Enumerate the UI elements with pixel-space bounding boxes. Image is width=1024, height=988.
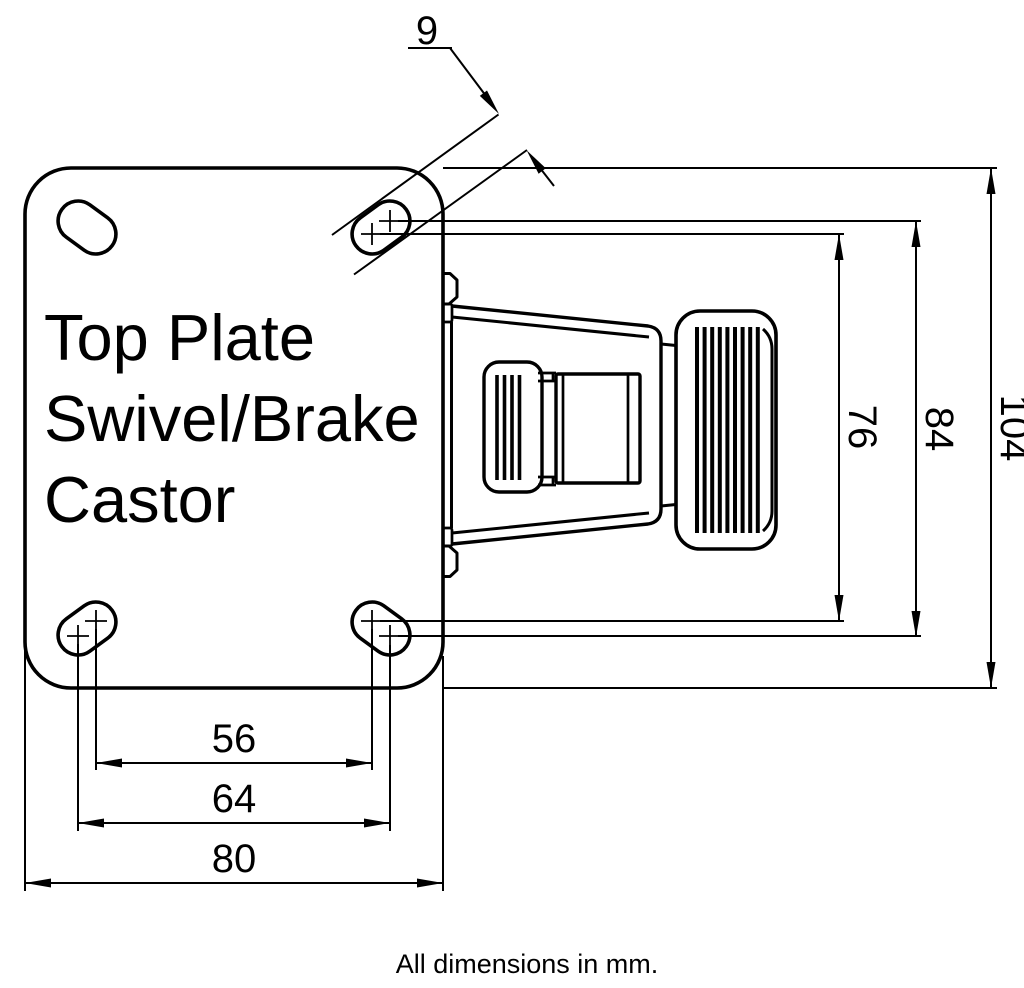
slot-outline [56,199,118,256]
latch-tongue [538,371,556,487]
brake-assembly [441,272,778,578]
slot-outline [350,600,412,657]
dim-label-76: 76 [840,405,884,450]
bracket-fold-top [441,302,454,324]
title-line-1: Top Plate [44,301,315,374]
title-line-2: Swivel/Brake [44,382,420,455]
dim-label-84: 84 [917,407,961,452]
bracket-tab-top [443,272,459,306]
extension-lines [24,167,997,891]
plate-outline [23,166,445,690]
dim-label-104: 104 [992,395,1024,462]
latch-body [554,372,642,485]
leader-arrow [479,90,499,114]
dim-label-9: 9 [416,9,438,53]
plate-title: Top Plate Swivel/Brake Castor [44,301,420,536]
slot-hole-top-right [350,199,412,256]
slot-outline [350,199,412,256]
pedal-neck [660,342,677,508]
slot-center-marks [361,210,401,245]
brake-housing-inner-edges [451,315,650,535]
slot-tangent-lines [331,113,555,276]
latch-block [482,360,544,494]
slot-center-marks [361,610,401,647]
slot-outline [56,600,118,657]
slot-hole-bottom-left [56,600,118,657]
title-line-3: Castor [44,463,235,536]
latch-block-ribs [495,375,522,480]
dim-label-80: 80 [212,837,257,881]
slot-width-callout [331,47,555,276]
dim-label-64: 64 [212,777,257,821]
brake-pedal [674,309,778,551]
dim-label-56: 56 [212,717,257,761]
bracket-fold-bottom [441,526,454,548]
slot-center-marks [67,610,107,647]
top-plate: Top Plate Swivel/Brake Castor [23,166,445,690]
bracket-tab-bottom [443,544,459,578]
brake-pedal-edge [761,327,774,533]
slot-hole-top-left [56,199,118,256]
latch-body-inner-edges [561,374,630,483]
footer-note: All dimensions in mm. [396,949,659,979]
brake-pedal-ribs [695,327,760,533]
dimension-annotations: 56 64 80 76 84 104 9 [24,9,1024,891]
leader-line [408,47,490,101]
brake-housing-outline [451,304,663,546]
opposing-arrow [526,150,546,174]
slot-hole-bottom-right [350,600,412,657]
